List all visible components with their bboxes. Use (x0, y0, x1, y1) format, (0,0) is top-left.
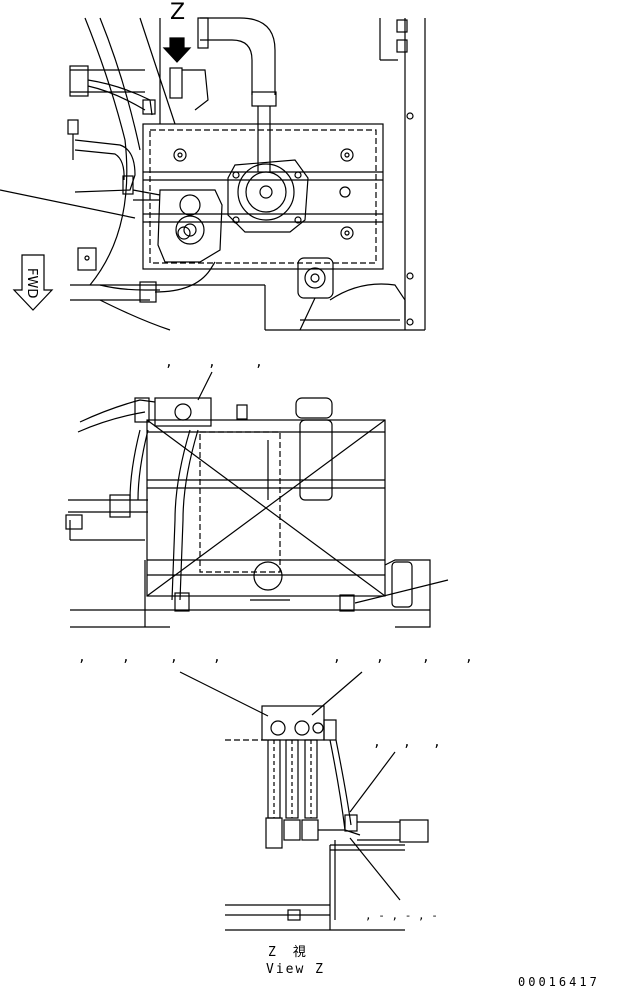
callout-comma: , (213, 650, 221, 665)
callout-dashes: , - , - , - (365, 909, 438, 922)
view-marker-z: Z (170, 0, 186, 25)
callout-comma: , (373, 735, 381, 750)
callout-comma: , (376, 650, 384, 665)
callout-comma: , (433, 735, 441, 750)
callout-comma: , (422, 650, 430, 665)
callout-comma: , (122, 650, 130, 665)
view-caption-en: View Z (266, 962, 325, 977)
fwd-label: FWD (24, 268, 39, 299)
drawing-number: 00016417 (518, 975, 600, 989)
view-caption-jp: Z 視 (268, 945, 308, 960)
callout-comma: , (165, 355, 173, 370)
callout-comma: , (208, 355, 216, 370)
callout-comma: , (255, 355, 263, 370)
middle-view-drawing (65, 371, 449, 628)
callout-comma: , (333, 650, 341, 665)
callout-comma: , (403, 735, 411, 750)
callout-comma: , (78, 650, 86, 665)
callout-comma: , (465, 650, 473, 665)
callout-comma: , (170, 650, 178, 665)
bottom-view-drawing (179, 671, 429, 931)
top-view-drawing (0, 17, 426, 331)
